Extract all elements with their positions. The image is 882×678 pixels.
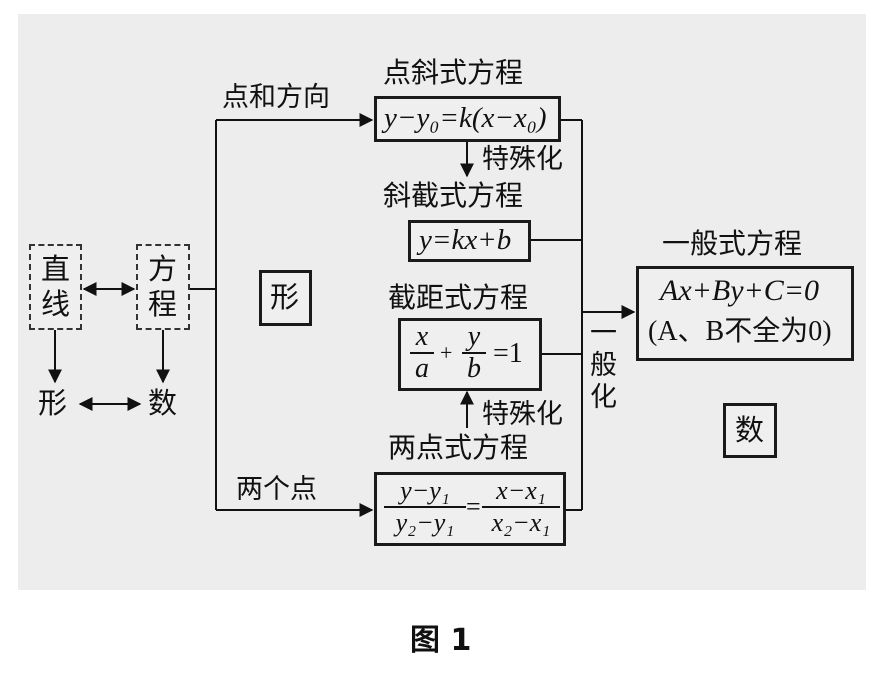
intercept-y: y [467,321,481,352]
intercept-x: x [415,321,429,352]
intercept-box [398,318,542,391]
general-box [636,266,854,361]
point-direction-label: 点和方向 [222,82,330,113]
number-label: 数 [148,386,178,420]
point-slope-formula: y−y₀=k(x−x₀) [384,102,547,134]
number-box [723,403,777,458]
slope-intercept-formula: y=kx+b [419,224,512,256]
figure-caption: 图 1 [410,623,472,658]
two-point-frac-left: y−y₁ y₂−y₁ [384,476,466,538]
intercept-a: a [415,353,429,384]
two-point-den2: x₂−x₁ [491,508,551,537]
intercept-plus: + [440,340,453,365]
slope-intercept-box [408,220,531,262]
equation-box [136,244,190,330]
specialize-bottom-label: 特殊化 [482,399,563,430]
intercept-frac-x: x a [410,322,434,384]
two-point-num2: x−x₁ [496,476,546,505]
intercept-title: 截距式方程 [388,281,529,314]
shape-box-label: 形 [270,280,300,314]
intercept-b: b [467,353,481,384]
slope-intercept-title: 斜截式方程 [383,179,524,212]
shape-label: 形 [38,386,68,420]
line-box [29,244,82,330]
shape-box [259,270,312,326]
point-slope-box [374,96,561,142]
two-point-frac-right: x−x₁ x₂−x₁ [482,476,560,538]
intercept-rhs: =1 [493,338,523,369]
general-condition: (A、B不全为0) [648,316,832,347]
point-slope-title: 点斜式方程 [383,56,524,89]
generalize-label: 一 般 化 [590,318,617,413]
line-label: 直 线 [41,252,71,321]
two-point-title: 两点式方程 [388,431,529,464]
specialize-top-label: 特殊化 [482,144,563,175]
number-box-label: 数 [735,413,765,447]
two-point-box [374,472,566,546]
two-points-label: 两个点 [236,474,317,505]
equation-label: 方 程 [148,252,178,321]
two-point-den1: y₂−y₁ [395,508,455,537]
two-point-eq: = [466,492,481,521]
two-point-num1: y−y₁ [400,476,450,505]
intercept-frac-y: y b [462,322,486,384]
general-formula: Ax+By+C=0 [660,274,820,307]
general-title: 一般式方程 [662,227,803,260]
